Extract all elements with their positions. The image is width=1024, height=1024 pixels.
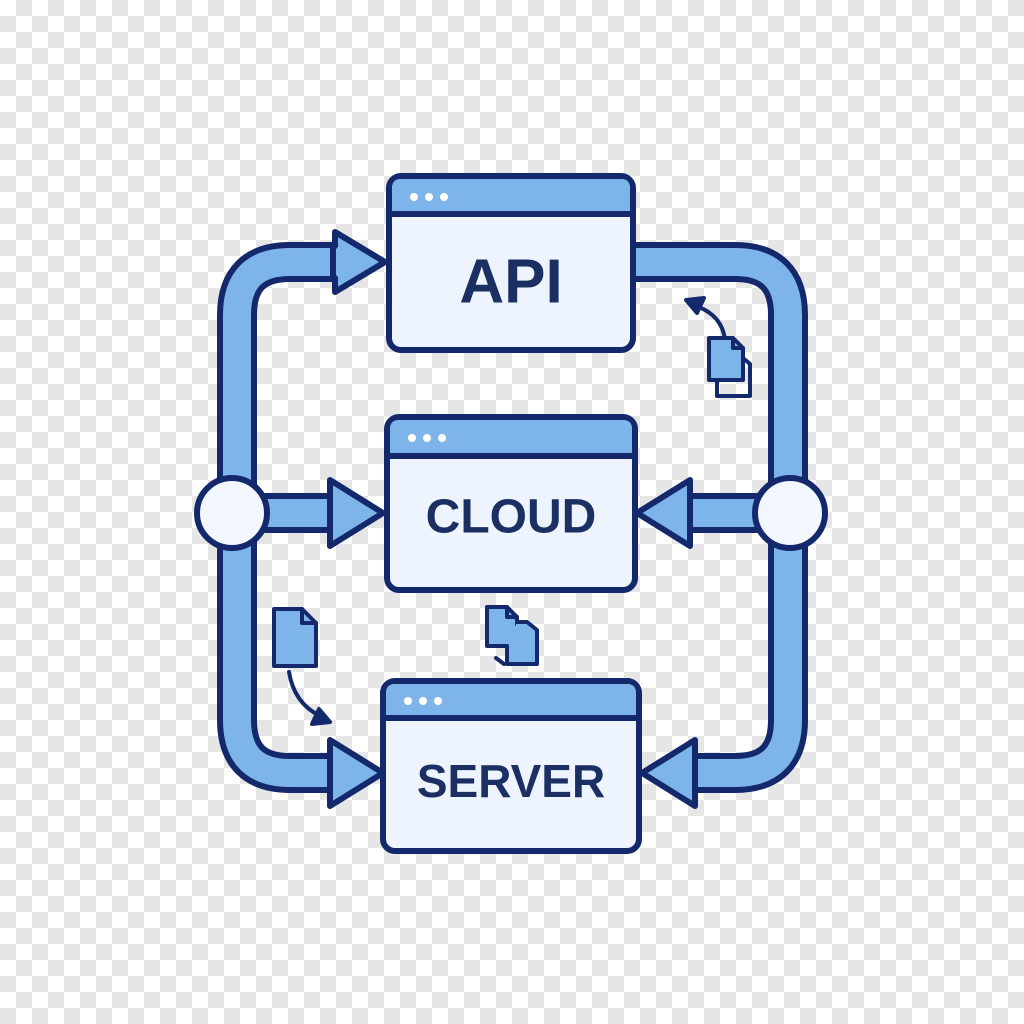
arrow-into-api-icon <box>330 229 388 295</box>
window-dots-icon <box>404 697 442 705</box>
left-document-transfer-icon <box>272 607 332 726</box>
api-box: API <box>386 173 636 353</box>
curved-arrow-icon <box>694 304 727 342</box>
arrow-into-server-right-icon <box>639 737 698 809</box>
window-dots-icon <box>410 193 448 201</box>
window-dots-icon <box>408 434 446 442</box>
right-document-transfer-icon <box>684 296 752 398</box>
left-junction-node-icon <box>194 475 270 551</box>
arrow-into-cloud-left-icon <box>327 477 386 549</box>
document-back-icon <box>505 620 539 666</box>
center-document-icon <box>485 605 539 666</box>
curved-arrow-icon <box>287 670 322 718</box>
cloud-label: CLOUD <box>426 491 597 544</box>
cloud-box: CLOUD <box>384 414 638 593</box>
right-junction-node-icon <box>752 475 828 551</box>
curved-arrow-head-icon <box>684 296 706 315</box>
arrow-into-server-left-icon <box>327 737 386 809</box>
arrow-into-cloud-right-icon <box>634 477 693 549</box>
document-icon <box>707 336 745 382</box>
server-titlebar <box>386 684 636 718</box>
api-label: API <box>459 248 562 317</box>
curved-arrow-head-icon <box>310 707 332 726</box>
arrow-heads <box>327 229 698 809</box>
document-icon <box>272 607 318 668</box>
cloud-titlebar <box>390 420 632 456</box>
document-back-icon <box>715 356 752 398</box>
server-box: SERVER <box>380 678 642 854</box>
server-label: SERVER <box>417 755 605 807</box>
api-titlebar <box>392 179 630 214</box>
